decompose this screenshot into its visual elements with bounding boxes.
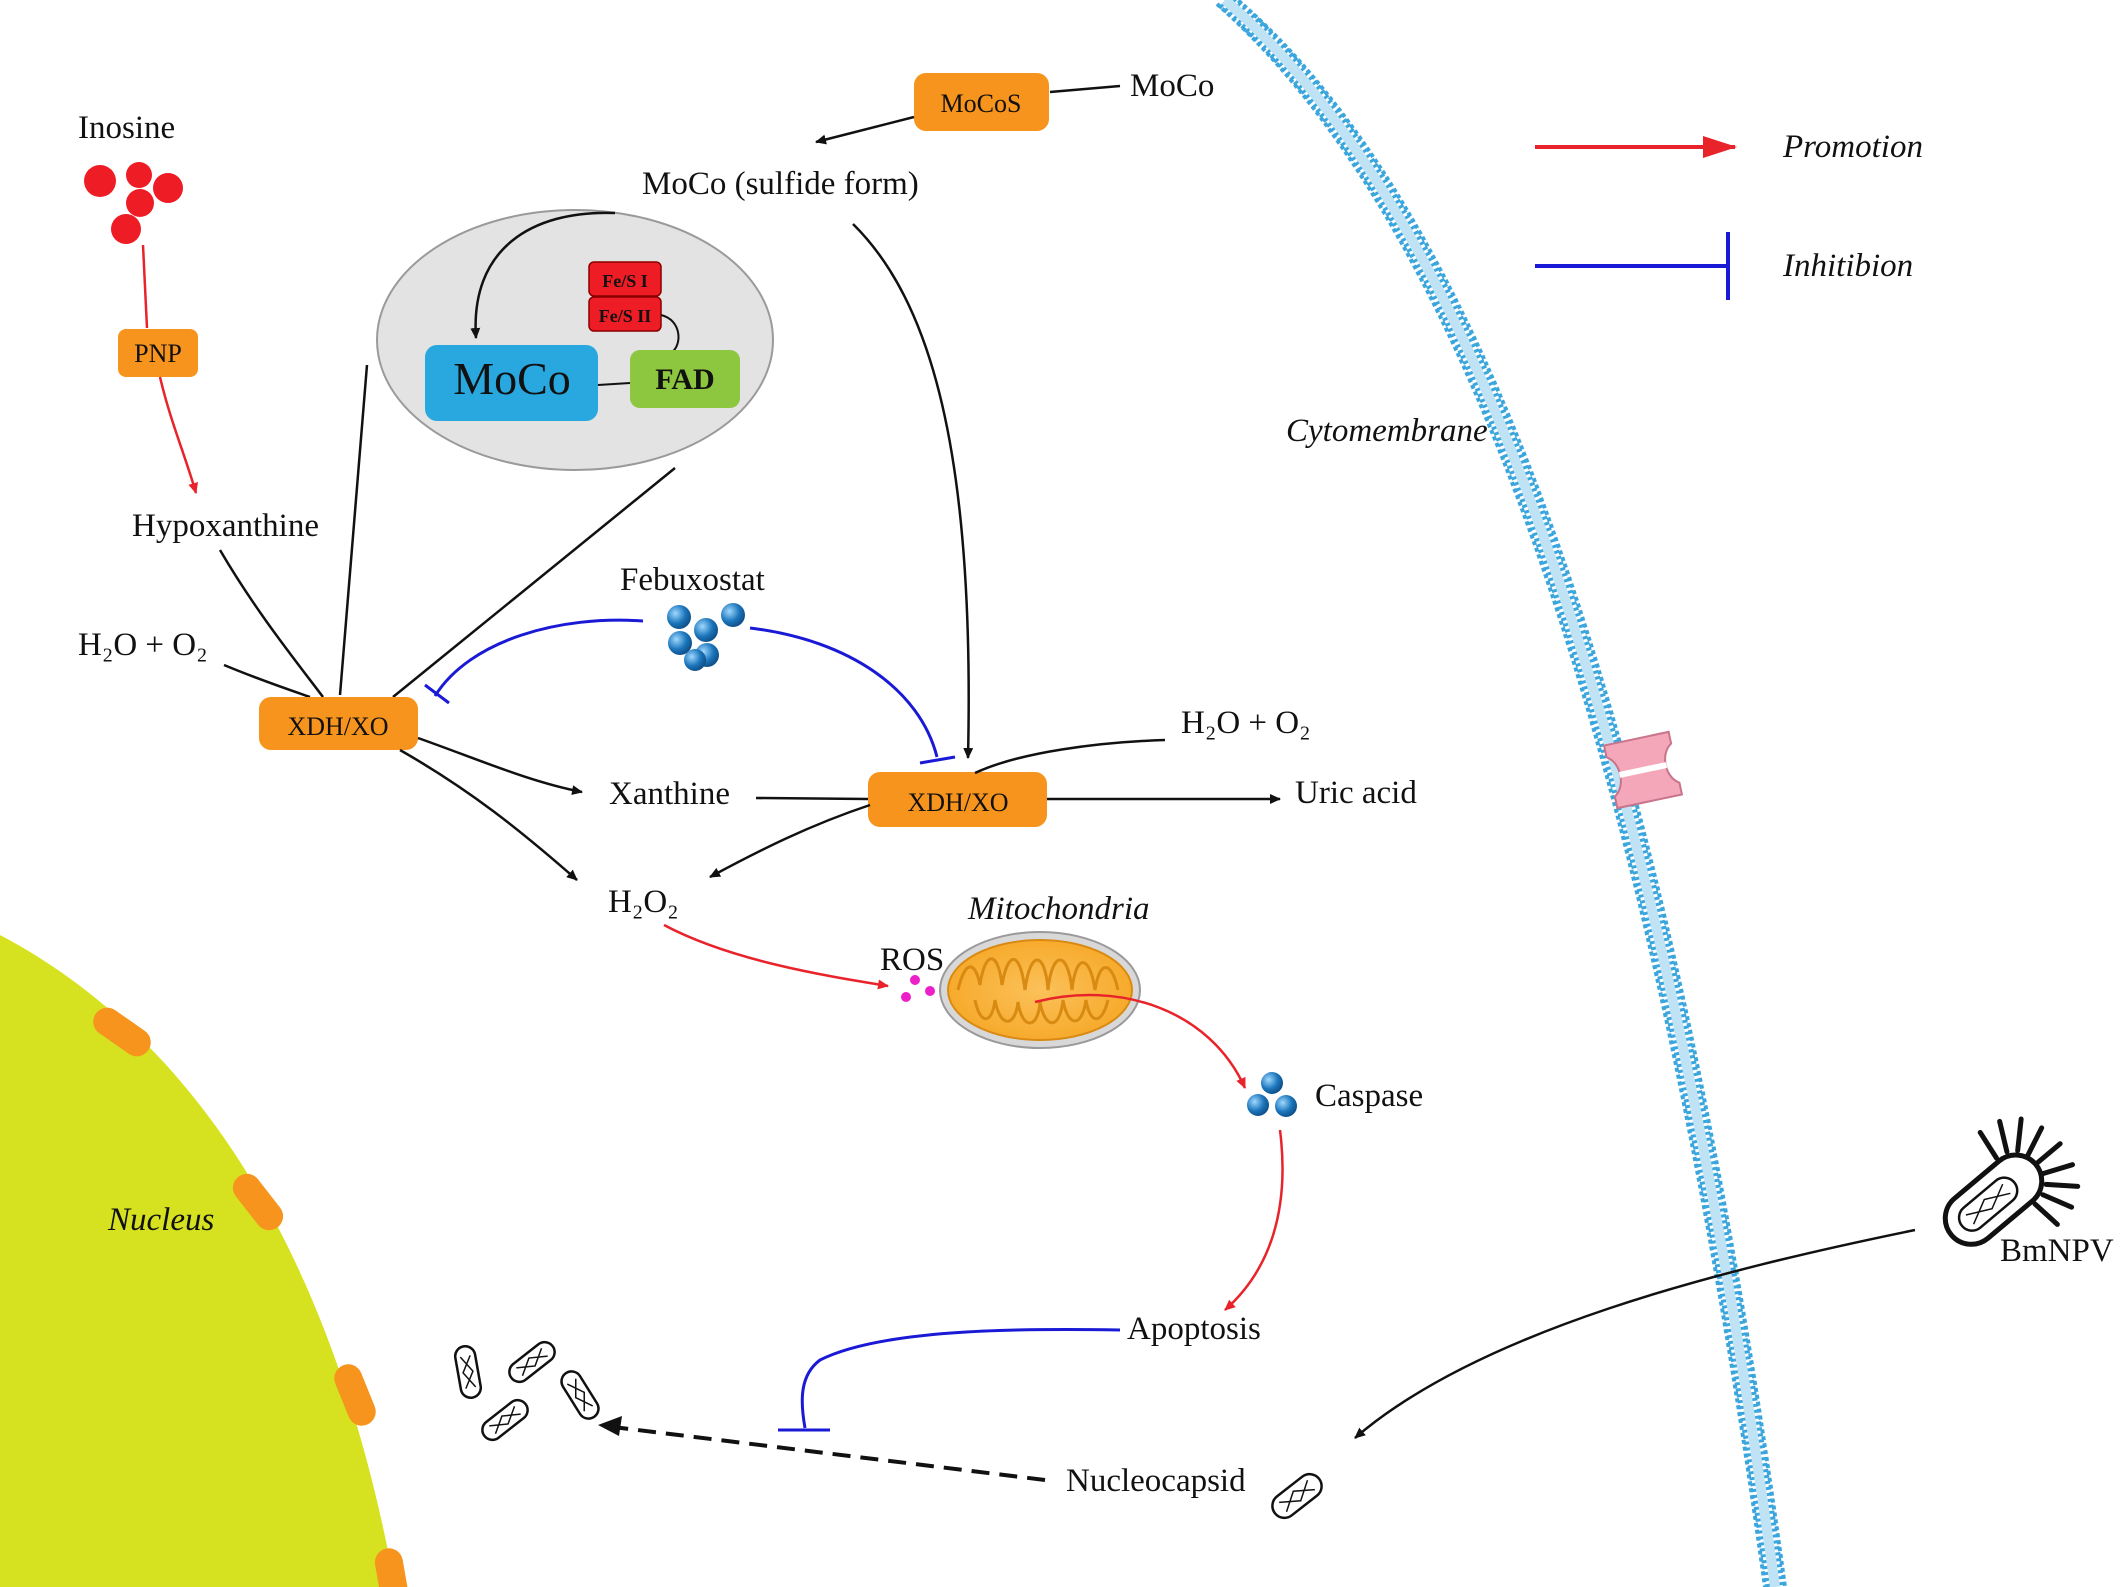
pnp-enzyme: PNP bbox=[118, 329, 198, 377]
xdh-xo-enzyme-left: XDH/XO bbox=[259, 697, 418, 750]
right-water-oxygen-label: H₂O + O₂ bbox=[1181, 705, 1311, 741]
bmnpv-label: BmNPV bbox=[2000, 1233, 2114, 1269]
right-water-to-xdh-line bbox=[974, 738, 1166, 775]
membrane-channel bbox=[1602, 730, 1684, 810]
left-water-oxygen-label: H₂O + O₂ bbox=[78, 627, 208, 663]
xdh-xo-left-label: XDH/XO bbox=[287, 712, 388, 741]
moco-source-label: MoCo bbox=[1130, 68, 1214, 104]
pnp-label: PNP bbox=[134, 339, 182, 368]
mitochondria-to-caspase-arrow bbox=[1034, 993, 1247, 1089]
pnp-to-hypoxanthine-arrow bbox=[158, 376, 199, 494]
fes-1-label: Fe/S I bbox=[602, 271, 648, 291]
caspase-to-apoptosis-arrow bbox=[1224, 1129, 1284, 1311]
cytomembrane-label: Cytomembrane bbox=[1286, 413, 1488, 449]
xdh-to-xanthine-arrow bbox=[417, 736, 583, 796]
nucleus: Nucleus bbox=[0, 935, 410, 1587]
fes-cluster-1: Fe/S I bbox=[588, 261, 662, 297]
febuxostat-molecules bbox=[667, 603, 745, 671]
nucleocapsid-icon bbox=[1271, 1472, 1323, 1520]
febuxostat-inhibit-right bbox=[749, 626, 939, 758]
caspase-label: Caspase bbox=[1315, 1078, 1423, 1114]
xanthine-label: Xanthine bbox=[609, 776, 730, 812]
sulfide-to-xdh-right-arrow bbox=[852, 223, 974, 759]
apoptosis-label: Apoptosis bbox=[1127, 1311, 1261, 1347]
complex-right-link bbox=[392, 467, 676, 698]
fad-label: FAD bbox=[655, 363, 714, 396]
nucleocapsid-cluster bbox=[453, 1340, 600, 1442]
caspase-molecules bbox=[1247, 1072, 1297, 1117]
h2o2-label: H₂O₂ bbox=[608, 884, 679, 920]
xdh-xo-right-label: XDH/XO bbox=[907, 788, 1008, 817]
bmnpv-entry-arrow bbox=[1354, 1228, 1916, 1439]
fes-cluster-2: Fe/S II bbox=[588, 296, 662, 332]
moco-cofactor-label: MoCo bbox=[453, 353, 571, 404]
xdh-right-to-h2o2-arrow bbox=[709, 803, 871, 879]
left-water-to-xdh-line bbox=[223, 663, 311, 699]
nucleocapsid-label: Nucleocapsid bbox=[1066, 1463, 1246, 1499]
moco-sulfide-label: MoCo (sulfide form) bbox=[642, 166, 919, 202]
mocos-to-sulfide-arrow bbox=[815, 115, 915, 145]
nucleus-label: Nucleus bbox=[107, 1202, 214, 1238]
moco-cofactor: MoCo bbox=[425, 345, 598, 421]
inosine-molecules bbox=[84, 162, 183, 244]
inosine-to-pnp-line bbox=[141, 244, 149, 329]
xdh-complex: Fe/S I Fe/S II MoCo FAD bbox=[376, 209, 774, 471]
cytomembrane: Cytomembrane bbox=[1215, 0, 1787, 1587]
mocos-label: MoCoS bbox=[941, 89, 1022, 118]
mitochondria bbox=[939, 931, 1141, 1049]
febuxostat-inhibit-left bbox=[433, 618, 644, 697]
complex-left-link bbox=[338, 364, 369, 696]
apoptosis-inhibit-line bbox=[800, 1327, 1121, 1429]
hypoxanthine-label: Hypoxanthine bbox=[132, 508, 319, 544]
sulfide-to-moco-arrow bbox=[470, 211, 616, 339]
ros-label: ROS bbox=[880, 942, 944, 978]
legend-promotion-label: Promotion bbox=[1782, 129, 1923, 165]
fad-cofactor: FAD bbox=[630, 350, 740, 408]
inosine-label: Inosine bbox=[78, 110, 175, 146]
mitochondria-label: Mitochondria bbox=[967, 891, 1149, 927]
febuxostat-label: Febuxostat bbox=[620, 562, 765, 598]
nuclear-pore-marks bbox=[93, 1007, 410, 1587]
mocos-enzyme: MoCoS bbox=[914, 73, 1049, 131]
hypoxanthine-to-xdh-line bbox=[218, 549, 324, 698]
fes-2-label: Fe/S II bbox=[599, 306, 652, 326]
bmnpv-virion-icon bbox=[1942, 1116, 2081, 1247]
legend-inhibition-label: Inhitibion bbox=[1782, 248, 1913, 284]
h2o2-to-ros-arrow bbox=[663, 923, 889, 990]
legend: Promotion Inhitibion bbox=[1535, 129, 1923, 300]
xdh-to-h2o2-arrow bbox=[399, 748, 578, 881]
nucleocapsid-to-nucleus-dashed-arrow bbox=[604, 1424, 1046, 1482]
uric-acid-label: Uric acid bbox=[1295, 775, 1417, 811]
xdh-xo-enzyme-right: XDH/XO bbox=[868, 772, 1047, 827]
